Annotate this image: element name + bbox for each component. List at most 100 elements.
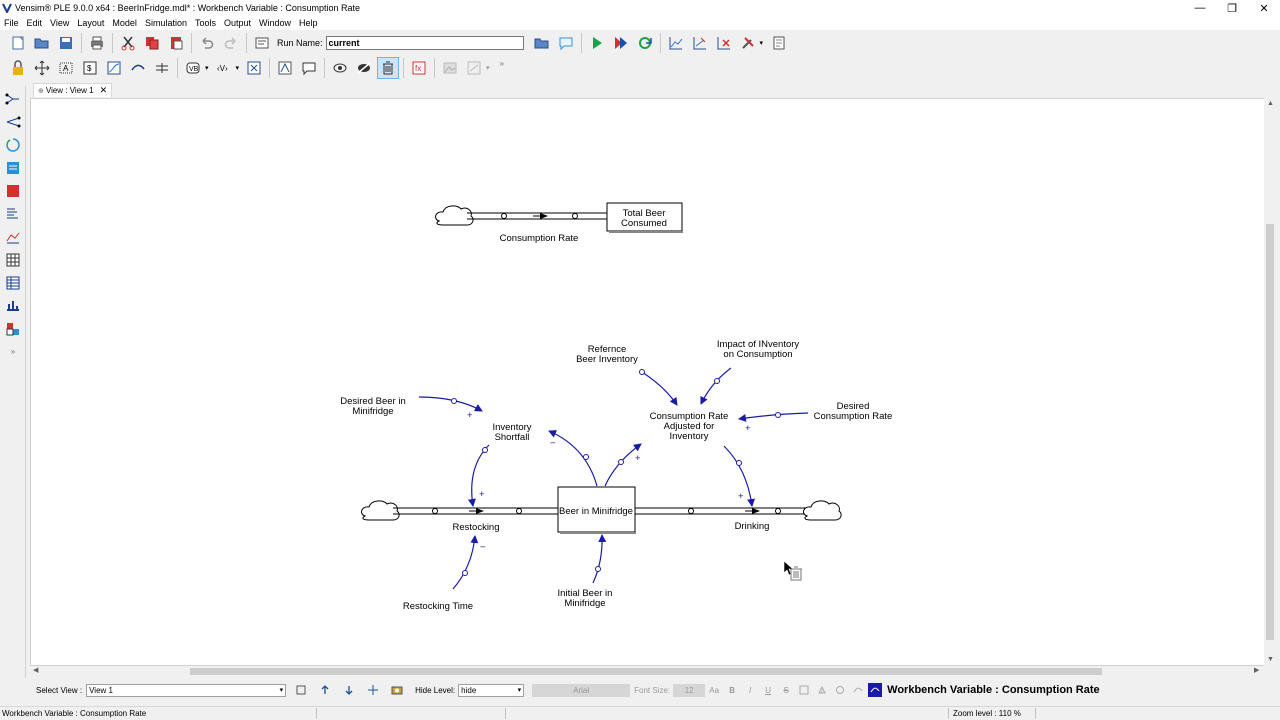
menu-help[interactable]: Help bbox=[299, 18, 318, 28]
causes-tree-icon[interactable] bbox=[3, 90, 23, 108]
run-name-input[interactable]: current bbox=[325, 36, 524, 50]
sink-cloud-drinking[interactable] bbox=[803, 500, 842, 521]
redo-icon[interactable] bbox=[220, 32, 242, 54]
var-inventory-shortfall[interactable]: Inventory Shortfall bbox=[492, 422, 531, 443]
table-time-down-icon[interactable] bbox=[3, 274, 23, 292]
var-desired-beer-in-minifridge[interactable]: Desired Beer in Minifridge bbox=[340, 396, 405, 417]
delete-runs-icon[interactable] bbox=[713, 32, 735, 54]
graph-object-dropdown-icon[interactable]: ▾ bbox=[486, 65, 490, 72]
comment-tool-icon[interactable] bbox=[298, 57, 320, 79]
flow-label-consumption-rate[interactable]: Consumption Rate bbox=[500, 233, 579, 244]
horizontal-scrollbar[interactable]: ◀ ▶ bbox=[30, 666, 1265, 676]
shadow-variable-tool-icon[interactable]: VB bbox=[182, 57, 204, 79]
lock-icon[interactable] bbox=[7, 57, 29, 79]
var-desired-consumption-rate[interactable]: Desired Consumption Rate bbox=[814, 401, 893, 422]
run-comment-icon[interactable] bbox=[555, 32, 577, 54]
link-restocking-time-to-restocking[interactable] bbox=[452, 535, 479, 590]
strip-graph-icon[interactable] bbox=[3, 228, 23, 246]
paste-icon[interactable] bbox=[165, 32, 187, 54]
var-refernce-beer-inventory[interactable]: Refernce Beer Inventory bbox=[576, 344, 638, 365]
hide-icon[interactable] bbox=[353, 57, 375, 79]
browse-run-folder-icon[interactable] bbox=[531, 32, 553, 54]
new-model-icon[interactable] bbox=[7, 32, 29, 54]
link-stock-to-shortfall[interactable] bbox=[548, 430, 598, 487]
link-handle[interactable] bbox=[482, 447, 488, 453]
var-restocking-time[interactable]: Restocking Time bbox=[403, 601, 473, 612]
delete-tool-icon[interactable] bbox=[243, 57, 265, 79]
stock-total-beer-consumed[interactable]: Total Beer Consumed bbox=[606, 202, 683, 233]
flow-label-drinking[interactable]: Drinking bbox=[735, 521, 770, 532]
menu-output[interactable]: Output bbox=[223, 18, 252, 28]
model-diagram[interactable]: Total Beer Consumed Consumption Rate Res… bbox=[31, 99, 1265, 666]
scroll-down-icon[interactable]: ▼ bbox=[1267, 656, 1274, 663]
link-handle[interactable] bbox=[462, 570, 468, 576]
picture-tool-icon[interactable] bbox=[439, 57, 461, 79]
font-size-dropdown[interactable]: 12 bbox=[673, 683, 706, 697]
menu-layout[interactable]: Layout bbox=[77, 18, 105, 28]
io-dropdown-icon[interactable]: ▾ bbox=[235, 65, 240, 72]
var-initial-beer-in-minifridge[interactable]: Initial Beer in Minifridge bbox=[558, 588, 613, 609]
table-icon[interactable] bbox=[3, 251, 23, 269]
var-impact-of-inventory-on-consumption[interactable]: Impact of INventory on Consumption bbox=[717, 339, 800, 360]
menu-simulation[interactable]: Simulation bbox=[144, 18, 187, 28]
select-view-dropdown[interactable]: View 1 ▾ bbox=[86, 683, 287, 697]
snapshot-icon[interactable] bbox=[386, 679, 408, 701]
scroll-right-icon[interactable]: ▶ bbox=[1254, 667, 1260, 674]
shape-icon[interactable] bbox=[832, 679, 848, 701]
toolbar-overflow-icon[interactable]: » bbox=[499, 58, 504, 68]
menu-model[interactable]: Model bbox=[112, 18, 137, 28]
font-name-dropdown[interactable]: Arial bbox=[532, 683, 631, 697]
lookup-tool-icon[interactable] bbox=[103, 57, 125, 79]
menu-view[interactable]: View bbox=[50, 18, 70, 28]
sensitivity-icon[interactable] bbox=[3, 320, 23, 338]
cut-icon[interactable] bbox=[117, 32, 139, 54]
equations-tool-icon[interactable] bbox=[274, 57, 296, 79]
view-properties-icon[interactable] bbox=[290, 679, 312, 701]
link-handle[interactable] bbox=[595, 566, 601, 572]
bold-icon[interactable]: B bbox=[729, 685, 736, 695]
graph-tool-icon[interactable] bbox=[665, 32, 687, 54]
move-size-icon[interactable] bbox=[31, 57, 53, 79]
move-down-icon[interactable] bbox=[338, 679, 360, 701]
stock-beer-in-minifridge[interactable]: Beer in Minifridge bbox=[557, 486, 636, 534]
vertical-scroll-thumb[interactable] bbox=[1266, 224, 1274, 640]
horizontal-scroll-thumb[interactable] bbox=[190, 668, 1102, 675]
arrow-color-icon[interactable] bbox=[868, 683, 883, 697]
menu-edit[interactable]: Edit bbox=[26, 18, 43, 28]
drinking-pipe[interactable] bbox=[635, 507, 807, 515]
loops-icon[interactable] bbox=[3, 136, 23, 154]
link-desired-beer-to-shortfall[interactable] bbox=[418, 396, 483, 412]
menu-window[interactable]: Window bbox=[259, 18, 292, 28]
link-handle[interactable] bbox=[451, 398, 457, 404]
source-cloud-top[interactable] bbox=[435, 205, 474, 226]
vertical-scrollbar[interactable]: ▲ ▼ bbox=[1264, 98, 1276, 666]
restore-button[interactable]: ❐ bbox=[1227, 2, 1237, 15]
menu-file[interactable]: File bbox=[4, 18, 19, 28]
center-icon[interactable] bbox=[362, 679, 384, 701]
rate-tool-icon[interactable] bbox=[151, 57, 173, 79]
dataset-tools-icon[interactable] bbox=[768, 32, 790, 54]
runs-compare-icon[interactable] bbox=[3, 297, 23, 315]
scroll-up-icon[interactable]: ▲ bbox=[1267, 100, 1274, 107]
link-handle[interactable] bbox=[618, 459, 624, 465]
synthesim-icon[interactable] bbox=[610, 32, 632, 54]
model-tools-dropdown-icon[interactable]: ▾ bbox=[759, 40, 764, 47]
arrow-tool-icon[interactable] bbox=[127, 57, 149, 79]
causes-strip-side-icon[interactable] bbox=[3, 182, 23, 200]
tab-view-1[interactable]: ⊕ View : View 1 ✕ bbox=[33, 83, 113, 97]
link-refernce-to-adjusted[interactable] bbox=[641, 371, 678, 406]
link-stock-to-adjusted[interactable] bbox=[604, 443, 642, 487]
minimize-button[interactable]: — bbox=[1194, 2, 1206, 14]
link-handle[interactable] bbox=[775, 412, 781, 418]
open-model-icon[interactable] bbox=[31, 32, 53, 54]
link-adjusted-to-drinking[interactable] bbox=[723, 445, 756, 507]
graph-object-tool-icon[interactable] bbox=[463, 57, 485, 79]
consumption-rate-pipe[interactable] bbox=[467, 212, 607, 220]
link-initial-to-stock[interactable] bbox=[592, 534, 607, 584]
box-variable-tool-icon[interactable]: $ bbox=[79, 57, 101, 79]
uses-tree-icon[interactable] bbox=[3, 113, 23, 131]
scroll-left-icon[interactable]: ◀ bbox=[33, 667, 39, 674]
model-tools-icon[interactable] bbox=[737, 32, 759, 54]
box-color-icon[interactable] bbox=[796, 679, 812, 701]
restocking-pipe[interactable] bbox=[393, 507, 558, 515]
